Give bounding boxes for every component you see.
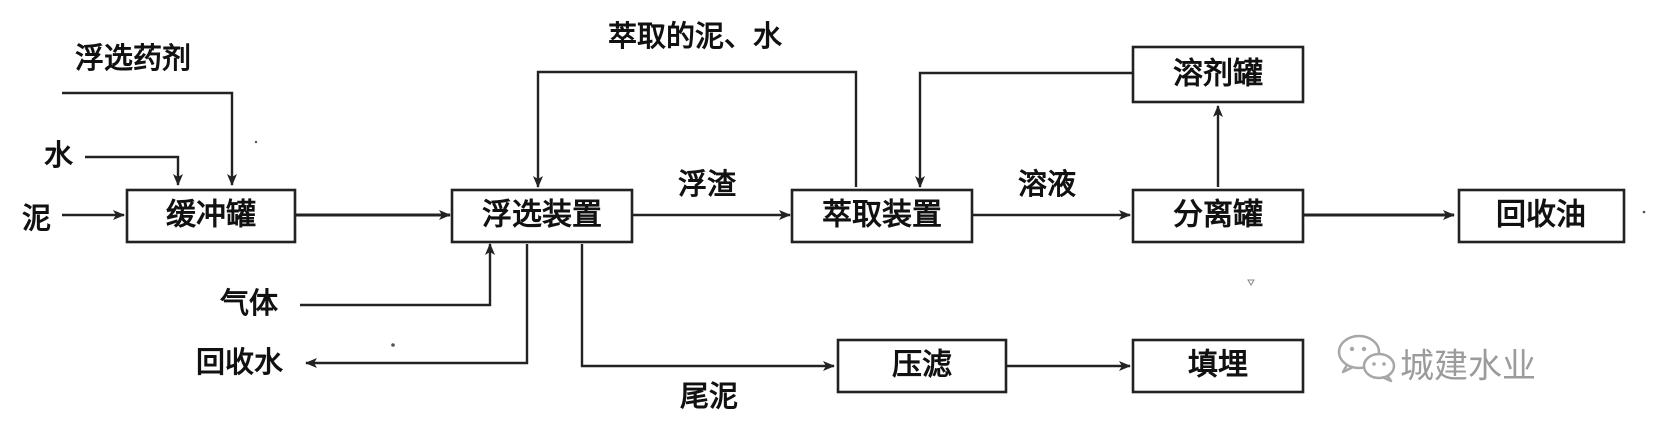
extraction-unit-node: 萃取装置 <box>790 188 974 244</box>
flow-extraction-return-to-flotation <box>533 70 858 188</box>
gas-label: 气体 <box>219 286 279 320</box>
watermark-text: 城建水业 <box>1400 347 1536 387</box>
buffer-tank-node: 缓冲罐 <box>125 188 297 244</box>
watermark: 城建水业 <box>1337 334 1536 387</box>
landfill-label: 填埋 <box>1188 348 1248 383</box>
solution-label: 溶液 <box>1018 167 1076 201</box>
buffer-tank-label: 缓冲罐 <box>166 198 256 233</box>
water-label: 水 <box>44 138 74 172</box>
recovered-oil-node: 回收油 <box>1457 188 1626 244</box>
flow-flotation-to-recovered-water <box>305 244 529 368</box>
extracted-sludge-water-label: 萃取的泥、水 <box>608 19 783 53</box>
flow-agent-to-buffer <box>62 91 237 186</box>
separation-tank-node: 分离罐 <box>1131 188 1305 244</box>
solvent-tank-label: 溶剂罐 <box>1173 57 1263 92</box>
scan-speck <box>1642 210 1646 214</box>
froth-label: 浮渣 <box>678 167 737 201</box>
flow-water-to-buffer <box>85 155 183 186</box>
filter-press-node: 压滤 <box>836 338 1008 394</box>
flow-gas-to-flotation <box>300 243 495 307</box>
scan-speck <box>254 140 258 144</box>
wechat-icon <box>1337 334 1396 383</box>
flow-solvent-to-extraction <box>915 71 1133 188</box>
flotation-agent-label: 浮选药剂 <box>75 41 191 75</box>
flotation-unit-label: 浮选装置 <box>482 198 602 233</box>
separation-tank-label: 分离罐 <box>1173 198 1263 233</box>
landfill-node: 填埋 <box>1131 338 1305 394</box>
scan-speck <box>1247 279 1255 286</box>
sludge-label: 泥 <box>22 201 51 235</box>
flotation-unit-node: 浮选装置 <box>450 188 634 244</box>
recovered-water-label: 回收水 <box>196 345 284 379</box>
tailings-label: 尾泥 <box>680 379 738 413</box>
solvent-tank-node: 溶剂罐 <box>1131 45 1305 104</box>
filter-press-label: 压滤 <box>892 348 952 383</box>
recovered-oil-label: 回收油 <box>1496 198 1586 233</box>
extraction-unit-label: 萃取装置 <box>822 198 942 233</box>
scan-speck <box>391 343 395 347</box>
flow-flotation-to-filter-press <box>580 244 835 371</box>
